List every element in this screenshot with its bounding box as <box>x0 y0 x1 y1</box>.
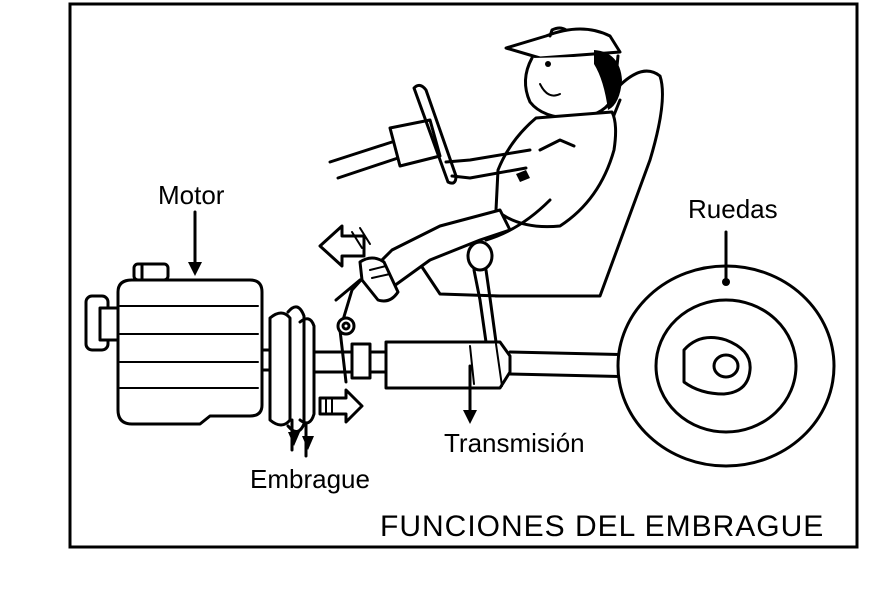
diagram-title: FUNCIONES DEL EMBRAGUE <box>380 510 824 543</box>
clutch-pedal <box>318 224 372 384</box>
driver <box>358 26 622 303</box>
label-transmision: Transmisión <box>444 428 585 458</box>
transmission <box>384 268 686 424</box>
label-ruedas: Ruedas <box>688 194 778 224</box>
engine <box>84 210 264 426</box>
label-embrague: Embrague <box>250 464 370 494</box>
wheel <box>616 230 836 468</box>
clutch <box>260 305 390 458</box>
label-motor: Motor <box>158 180 225 210</box>
steering <box>328 83 458 185</box>
